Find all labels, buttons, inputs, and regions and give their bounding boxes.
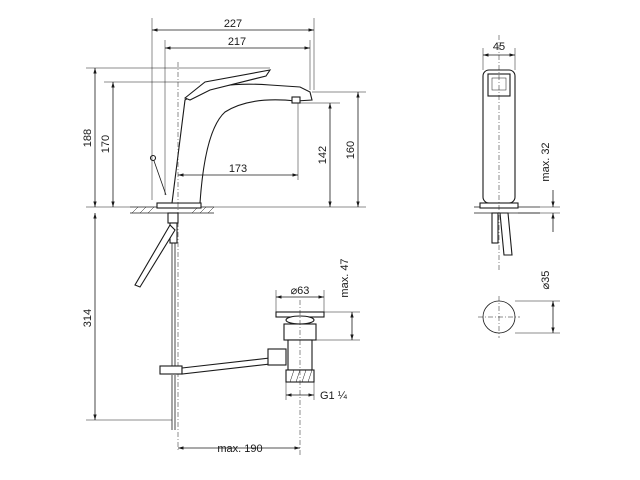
waste-valve — [267, 300, 325, 455]
dim-170-label: 170 — [100, 135, 112, 153]
faucet-side-view — [474, 35, 540, 338]
side-fitting — [491, 212, 499, 244]
dim-max47-label: max. 47 — [339, 258, 351, 297]
lever-handle — [183, 69, 272, 101]
dim-188-label: 188 — [82, 129, 94, 147]
dim-160-label: 160 — [345, 141, 357, 159]
dim-max32-label: max. 32 — [540, 142, 552, 181]
thread-hatch — [289, 369, 313, 383]
rod-clip — [159, 365, 183, 375]
faucet-body — [171, 83, 313, 204]
dim-d35-label: ⌀35 — [540, 271, 552, 290]
linkage-rod — [181, 357, 271, 375]
popup-rod-top — [152, 157, 167, 196]
dim-d63-label: ⌀63 — [291, 285, 310, 297]
waste-nut — [267, 348, 287, 366]
countertop-hatch — [131, 206, 215, 214]
faucet-base — [156, 202, 202, 209]
faucet-front-view — [130, 62, 313, 450]
spout-aerator — [291, 96, 301, 104]
dim-max190-label: max. 190 — [217, 443, 262, 455]
dimension-lines — [86, 18, 560, 450]
dim-217-label: 217 — [228, 36, 246, 48]
dim-227-label: 227 — [224, 18, 242, 30]
dim-142-label: 142 — [317, 146, 329, 164]
popup-knob — [149, 154, 157, 162]
dim-g114-label: G1 ¼ — [320, 390, 348, 402]
side-hose — [499, 212, 513, 256]
mounting-nut — [167, 212, 179, 224]
dim-173-label: 173 — [229, 163, 247, 175]
dim-45-label: 45 — [493, 41, 505, 53]
dim-314-label: 314 — [82, 309, 94, 327]
supply-hose — [134, 224, 176, 288]
